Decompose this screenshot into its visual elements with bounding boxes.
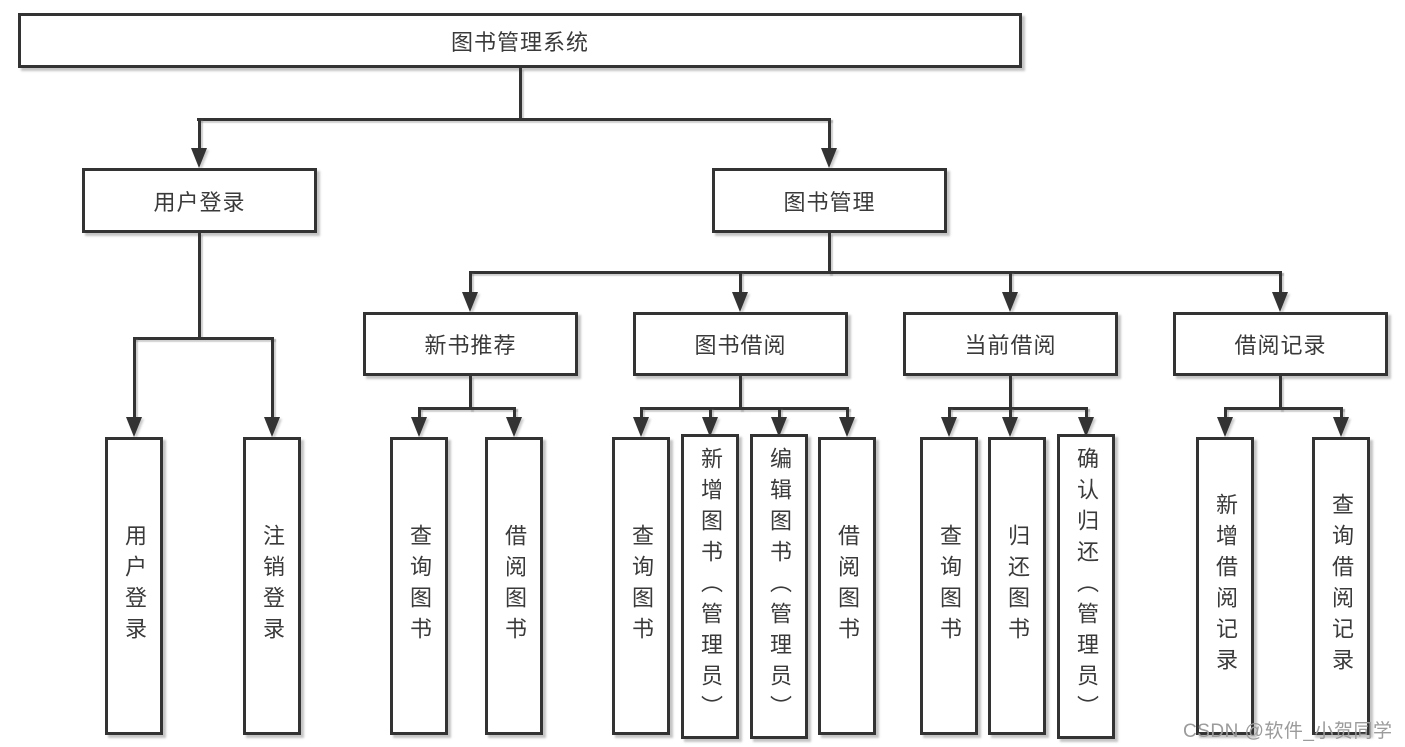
arrow-down-icon (821, 148, 837, 168)
arrow-down-icon (1002, 417, 1018, 437)
node-book-management: 图书管理 (712, 168, 947, 233)
connector-line (1340, 407, 1343, 419)
arrow-down-icon (411, 417, 427, 437)
connector-line (778, 407, 781, 419)
node-leaf-add-borrow-record: 新增借阅记录 (1196, 437, 1254, 735)
node-leaf-query-books-1-label: 查询图书 (407, 524, 432, 648)
connector-line (197, 118, 831, 121)
node-root-label: 图书管理系统 (450, 29, 589, 55)
node-leaf-borrow-books-1: 借阅图书 (485, 437, 543, 735)
node-leaf-borrow-books-2-label: 借阅图书 (835, 524, 860, 648)
node-user-login-label: 用户登录 (153, 189, 246, 215)
connector-line (1009, 376, 1012, 410)
connector-line (198, 118, 201, 151)
node-leaf-add-books-admin: 新增图书（管理员） (681, 434, 739, 739)
node-leaf-logout-label: 注销登录 (260, 524, 285, 648)
connector-line (418, 407, 421, 419)
arrow-down-icon (732, 292, 748, 312)
node-leaf-query-borrow-record: 查询借阅记录 (1312, 437, 1370, 735)
node-book-borrow-label: 图书借阅 (694, 333, 787, 358)
connector-line (828, 233, 831, 274)
arrow-down-icon (1002, 292, 1018, 312)
node-leaf-return-books-label: 归还图书 (1005, 524, 1030, 648)
connector-line (948, 407, 951, 419)
node-borrow-records-label: 借阅记录 (1234, 333, 1327, 358)
node-leaf-add-books-admin-label: 新增图书（管理员） (698, 447, 723, 726)
connector-line (198, 233, 201, 337)
node-user-login: 用户登录 (82, 168, 317, 233)
node-leaf-query-books-3: 查询图书 (920, 437, 978, 735)
arrow-down-icon (1333, 417, 1349, 437)
node-book-borrow: 图书借阅 (633, 312, 848, 376)
node-leaf-return-books: 归还图书 (988, 437, 1046, 735)
connector-line (133, 337, 274, 340)
connector-line (519, 68, 522, 118)
node-current-borrow: 当前借阅 (903, 312, 1118, 376)
node-root: 图书管理系统 (18, 13, 1022, 68)
connector-line (469, 376, 472, 410)
node-leaf-confirm-return-admin-label: 确认归还（管理员） (1074, 447, 1099, 726)
node-book-management-label: 图书管理 (783, 189, 876, 215)
connector-line (828, 118, 831, 151)
arrow-down-icon (1217, 417, 1233, 437)
connector-line (640, 407, 849, 410)
arrow-down-icon (771, 417, 787, 437)
node-leaf-query-books-3-label: 查询图书 (937, 524, 962, 648)
connector-line (469, 271, 472, 294)
connector-line (739, 271, 742, 294)
connector-line (1009, 407, 1012, 419)
node-leaf-logout: 注销登录 (243, 437, 301, 735)
connector-line (1279, 376, 1282, 410)
arrow-down-icon (839, 417, 855, 437)
connector-line (948, 407, 1088, 410)
connector-line (846, 407, 849, 419)
arrow-down-icon (633, 417, 649, 437)
node-leaf-add-borrow-record-label: 新增借阅记录 (1213, 493, 1238, 679)
connector-line (469, 271, 1282, 274)
arrow-down-icon (462, 292, 478, 312)
arrow-down-icon (506, 417, 522, 437)
arrow-down-icon (702, 417, 718, 437)
node-leaf-query-books-1: 查询图书 (390, 437, 448, 735)
connector-line (709, 407, 712, 419)
watermark-text: CSDN @软件_小贺同学 (1183, 721, 1393, 742)
node-leaf-query-books-2: 查询图书 (612, 437, 670, 735)
node-leaf-query-books-2-label: 查询图书 (629, 524, 654, 648)
connector-line (418, 407, 516, 410)
node-leaf-confirm-return-admin: 确认归还（管理员） (1057, 434, 1115, 739)
arrow-down-icon (1078, 417, 1094, 437)
node-borrow-records: 借阅记录 (1173, 312, 1388, 376)
connector-line (739, 376, 742, 410)
node-new-book-recommend-label: 新书推荐 (424, 333, 517, 358)
arrow-down-icon (191, 148, 207, 168)
arrow-down-icon (264, 417, 280, 437)
connector-line (133, 337, 136, 419)
connector-line (513, 407, 516, 419)
connector-line (1009, 271, 1012, 294)
connector-line (1224, 407, 1343, 410)
connector-line (1279, 271, 1282, 294)
node-leaf-edit-books-admin: 编辑图书（管理员） (750, 434, 808, 739)
connector-line (1085, 407, 1088, 419)
node-current-borrow-label: 当前借阅 (964, 333, 1057, 358)
arrow-down-icon (941, 417, 957, 437)
connector-line (1224, 407, 1227, 419)
arrow-down-icon (126, 417, 142, 437)
node-leaf-query-borrow-record-label: 查询借阅记录 (1329, 493, 1354, 679)
node-leaf-user-login: 用户登录 (105, 437, 163, 735)
node-leaf-user-login-label: 用户登录 (122, 524, 147, 648)
connector-line (271, 337, 274, 419)
node-leaf-edit-books-admin-label: 编辑图书（管理员） (767, 447, 792, 726)
node-new-book-recommend: 新书推荐 (363, 312, 578, 376)
connector-line (640, 407, 643, 419)
arrow-down-icon (1272, 292, 1288, 312)
node-leaf-borrow-books-1-label: 借阅图书 (502, 524, 527, 648)
node-leaf-borrow-books-2: 借阅图书 (818, 437, 876, 735)
